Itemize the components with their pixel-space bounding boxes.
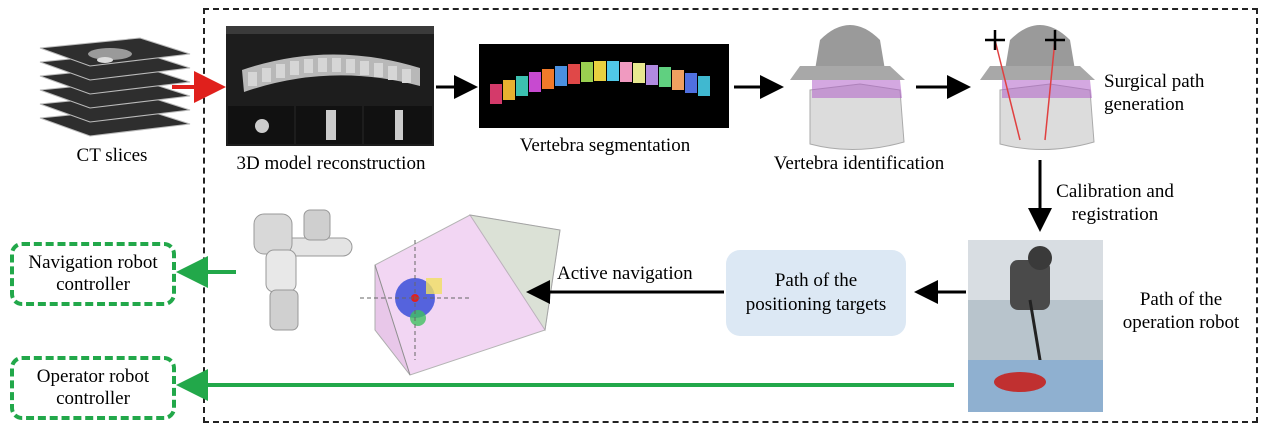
calibration-label: Calibration and registration [1056, 181, 1174, 225]
navigation-robot-controller-box: Navigation robot controller [10, 242, 176, 306]
reconstruction-label: 3D model reconstruction [236, 153, 426, 174]
pipeline-frame [203, 8, 1258, 423]
segmentation-label: Vertebra segmentation [519, 135, 691, 156]
positioning-targets-box: Path of the positioning targets [726, 250, 906, 336]
surgical-path-image [980, 25, 1095, 150]
operator-robot-controller-box: Operator robot controller [10, 356, 176, 420]
reconstruction-screenshot [226, 26, 434, 146]
ct-slices-label: CT slices [76, 145, 148, 166]
navigation-robot-image [253, 209, 353, 331]
surgical-path-label: Surgical path generation [1104, 71, 1205, 115]
vertebra-identification-image [790, 25, 905, 150]
identification-label: Vertebra identification [773, 153, 945, 174]
operation-robot-path-label: Path of the operation robot [1122, 289, 1240, 333]
active-navigation-label: Active navigation [557, 263, 693, 284]
operation-robot-photo [968, 240, 1103, 412]
ct-slices-image [39, 37, 191, 137]
segmentation-image [479, 44, 729, 128]
